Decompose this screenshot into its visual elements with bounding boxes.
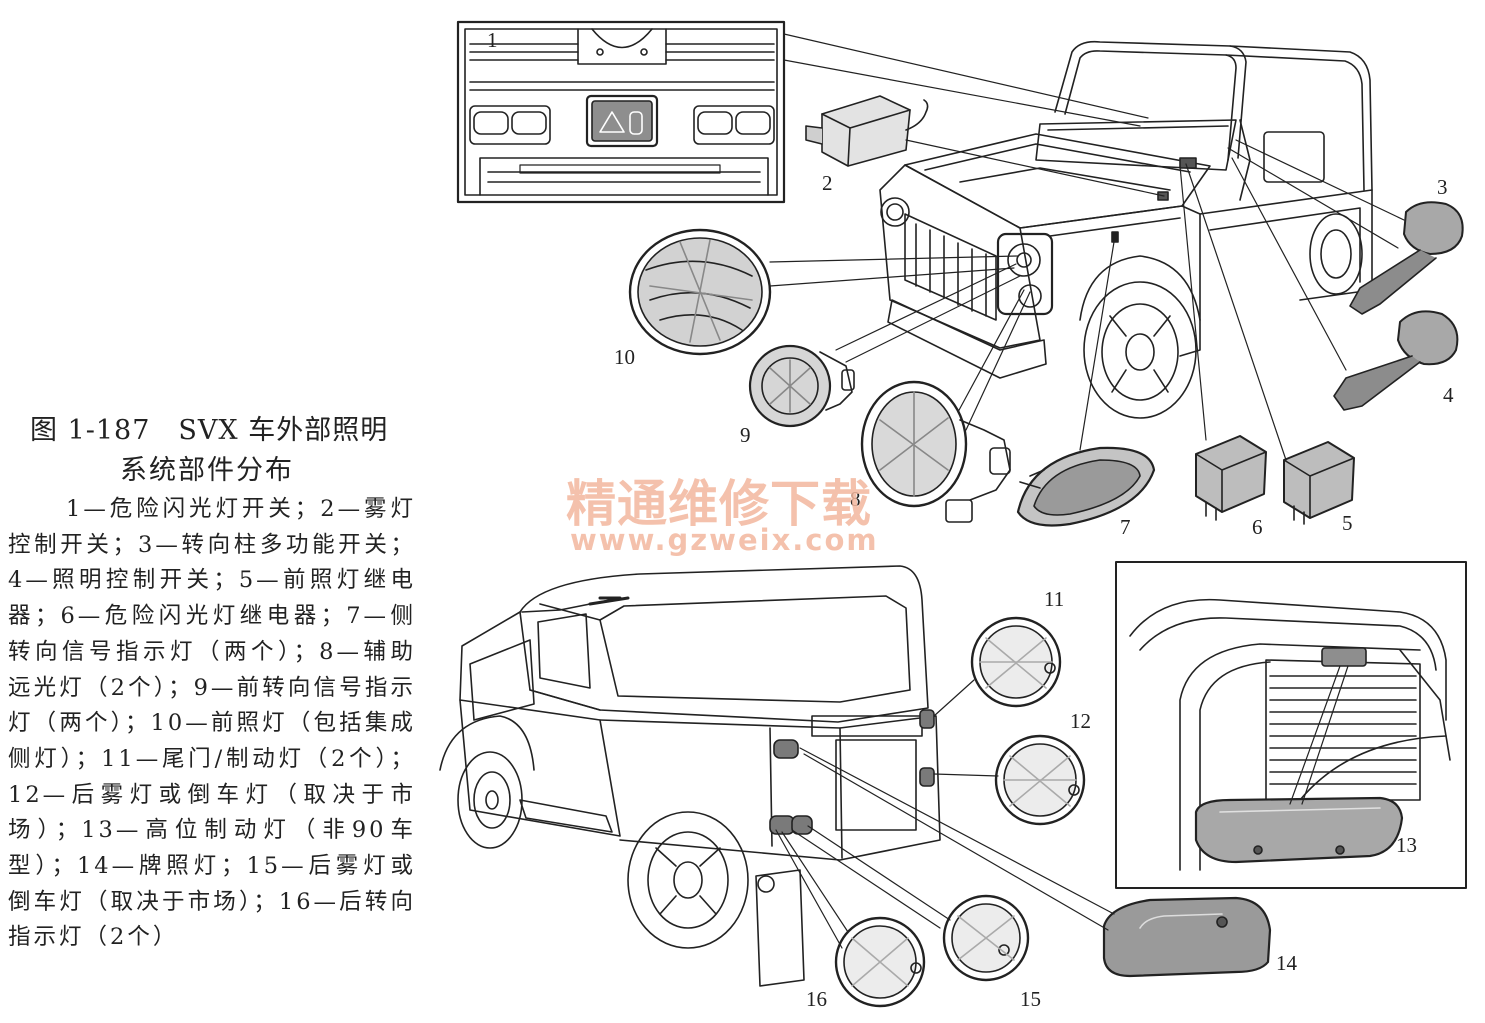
rear-vehicle xyxy=(439,565,941,987)
auxiliary-driving-lamp xyxy=(860,380,1011,523)
tail-stop-lamp xyxy=(970,616,1062,708)
rear-leader-lines xyxy=(775,679,1115,949)
callout-1: 1 xyxy=(487,28,498,52)
figure-title-line2: 系统部件分布 xyxy=(120,455,294,486)
rear-indicator-lamp xyxy=(834,916,926,1008)
callout-3: 3 xyxy=(1437,175,1448,199)
callout-labels: 1 2 3 4 5 6 7 8 9 10 11 12 13 14 15 16 xyxy=(487,28,1454,1011)
front-vehicle xyxy=(879,40,1373,419)
callout-10: 10 xyxy=(614,345,635,369)
rear-fog-or-reverse-lamp-lower xyxy=(942,894,1030,982)
callout-7: 7 xyxy=(1120,515,1131,539)
callout-6: 6 xyxy=(1252,515,1263,539)
callout-2: 2 xyxy=(822,171,833,195)
number-plate-lamp xyxy=(1102,896,1272,978)
callout-11: 11 xyxy=(1044,587,1064,611)
headlamp xyxy=(628,228,772,356)
callout-14: 14 xyxy=(1276,951,1298,975)
hazard-flasher-relay xyxy=(1195,435,1267,521)
callout-9: 9 xyxy=(740,423,751,447)
steering-column-switch xyxy=(1349,201,1464,315)
callout-13: 13 xyxy=(1396,833,1417,857)
callout-8: 8 xyxy=(850,487,861,511)
watermark-title: 精通维修下载 xyxy=(566,475,872,533)
callout-16: 16 xyxy=(806,987,827,1011)
dashboard-inset xyxy=(456,20,786,204)
front-indicator-lamp xyxy=(748,344,855,428)
figure-title: 图 1-187 SVX 车外部照明 xyxy=(30,415,389,446)
watermark-url: www.gzweix.com xyxy=(570,523,879,557)
callout-15: 15 xyxy=(1020,987,1041,1011)
figure-legend: 1—危险闪光灯开关；2—雾灯控制开关；3—转向柱多功能开关；4—照明控制开关；5… xyxy=(8,496,416,951)
rear-fog-or-reverse-lamp xyxy=(994,734,1086,826)
side-repeater-lamp xyxy=(1016,446,1156,527)
headlamp-relay xyxy=(1283,441,1355,525)
high-stop-lamp-inset xyxy=(1115,561,1467,889)
callout-4: 4 xyxy=(1443,383,1454,407)
front-leader-lines xyxy=(769,33,1405,461)
callout-5: 5 xyxy=(1342,511,1353,535)
lighting-control-switch xyxy=(1333,310,1459,411)
callout-12: 12 xyxy=(1070,709,1091,733)
fog-lamp-switch xyxy=(805,95,929,167)
